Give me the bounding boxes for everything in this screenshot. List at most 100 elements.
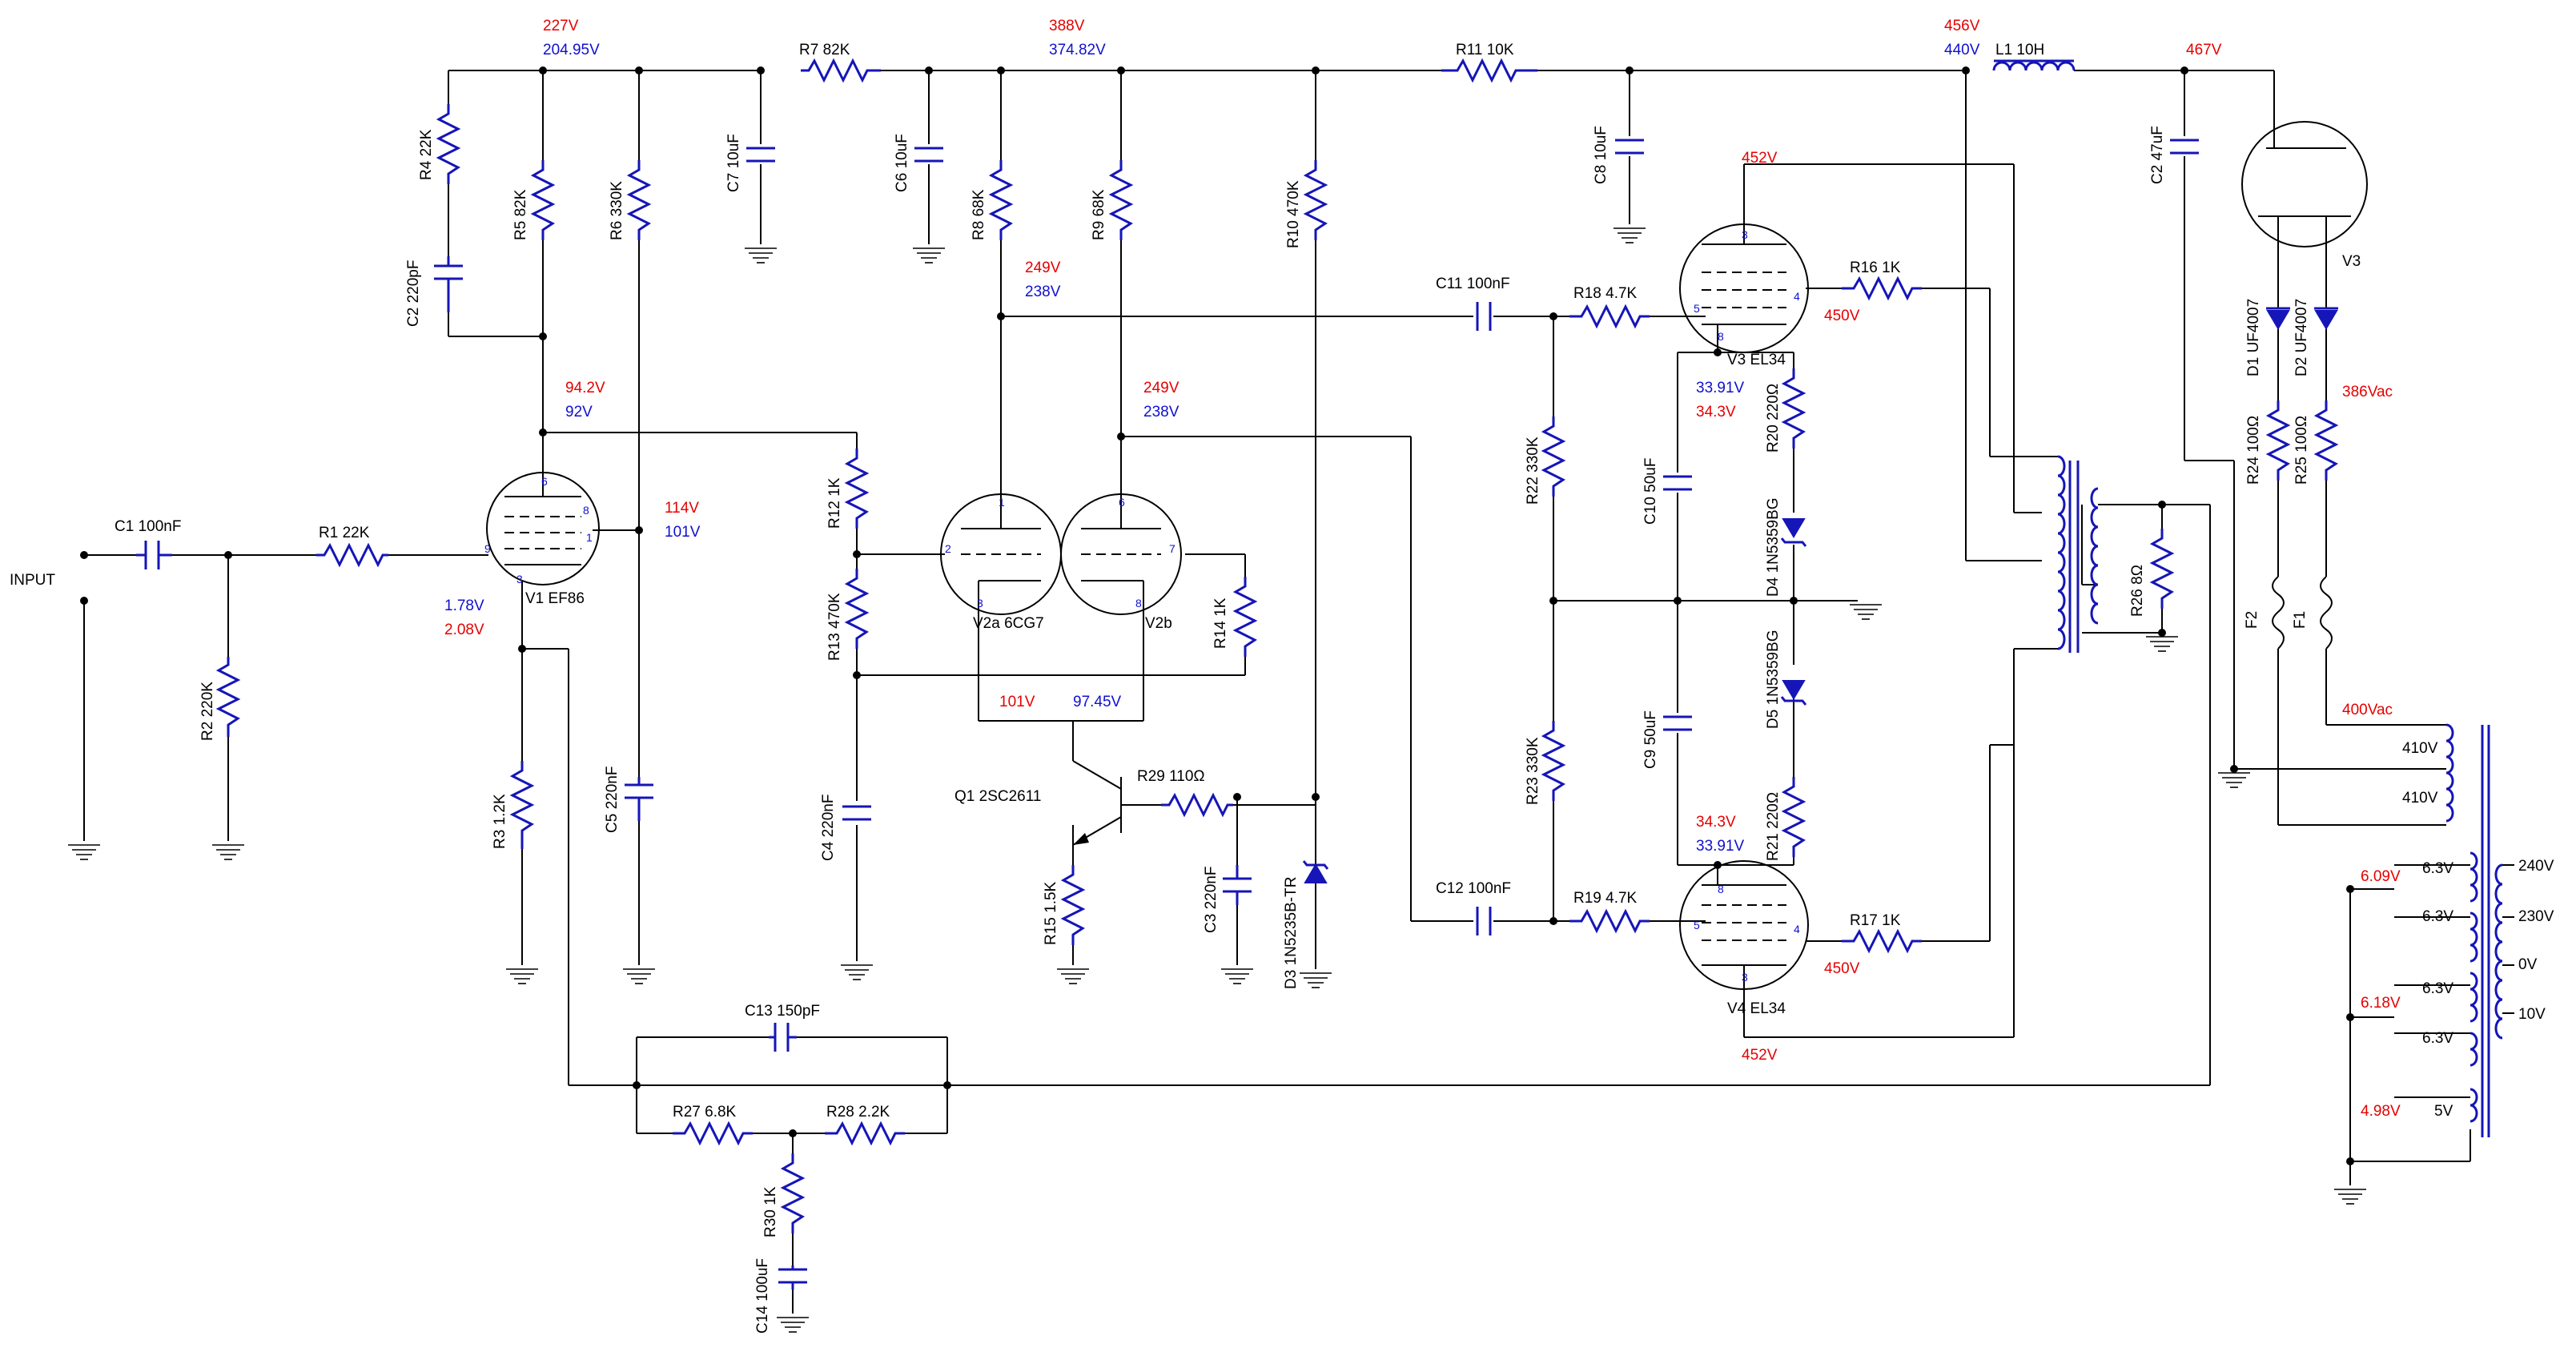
label-d5: D5 1N5359BG (1765, 630, 1782, 729)
resistor-r8 (988, 160, 1014, 240)
tap-label: 10V (2518, 1006, 2546, 1023)
label-r10: R10 470K (1285, 180, 1302, 248)
voltage-red: 452V (1742, 1047, 1778, 1064)
label-tube-v4: V4 EL34 (1727, 1000, 1786, 1017)
resistor-r18 (1569, 304, 1650, 329)
tube-v3-el34 (1679, 223, 1809, 353)
pin-label: 3 (1742, 228, 1748, 241)
resistor-r20 (1781, 368, 1806, 449)
ground-icon (211, 844, 245, 860)
ground-icon (776, 1317, 810, 1333)
label-c3: C3 220nF (1203, 867, 1220, 933)
label-r11: R11 10K (1456, 42, 1514, 58)
ground-icon (744, 247, 778, 264)
capacitor-c2-220pf (434, 256, 463, 312)
label-c12: C12 100nF (1436, 880, 1511, 897)
pin-label: 8 (1718, 883, 1724, 895)
tap-label: 0V (2518, 956, 2538, 973)
resistor-r3 (509, 761, 535, 849)
voltage-blue: 238V (1025, 284, 1061, 300)
tube-v1 (486, 472, 600, 585)
ground-icon (1056, 968, 1090, 984)
resistor-r17 (1842, 928, 1922, 954)
tap-label: 230V (2518, 908, 2554, 925)
tube-v4-el34 (1679, 860, 1809, 990)
label-r4: R4 22K (418, 129, 435, 180)
label-c13: C13 150pF (745, 1003, 820, 1020)
output-transformer (1990, 455, 2099, 746)
label-r8: R8 68K (971, 189, 987, 240)
label-r6: R6 330K (609, 181, 625, 240)
zener-d3 (1302, 860, 1329, 883)
capacitor-c1 (136, 541, 172, 569)
voltage-red: 6.18V (2361, 995, 2401, 1012)
resistor-r29 (1161, 792, 1233, 818)
label-r28: R28 2.2K (826, 1104, 890, 1121)
label-c2a: C2 220pF (405, 260, 422, 327)
resistor-r21 (1781, 777, 1806, 857)
label-r19: R19 4.7K (1573, 890, 1638, 907)
voltage-red: 6.09V (2361, 868, 2401, 885)
ground-icon (505, 968, 539, 984)
fuse-f2 (2272, 576, 2285, 650)
ground-icon (840, 964, 874, 980)
label-r3: R3 1.2K (492, 794, 508, 849)
voltage-blue: 440V (1944, 42, 1980, 58)
resistor-r19 (1569, 908, 1650, 934)
pin-label: 6 (541, 475, 548, 488)
voltage-red: 227V (543, 18, 579, 34)
diode-d1 (2266, 307, 2290, 330)
resistor-r4 (436, 104, 461, 184)
capacitor-c8 (1615, 139, 1644, 155)
zener-d4 (1780, 518, 1807, 547)
voltage-red: 4.98V (2361, 1103, 2401, 1120)
voltage-red: 101V (999, 694, 1035, 710)
label-r2: R2 220K (199, 682, 216, 741)
tap-label: 6.3V (2422, 980, 2453, 997)
ground-icon (1220, 968, 1254, 984)
voltage-red: 34.3V (1696, 814, 1736, 831)
zener-d5 (1780, 680, 1807, 706)
capacitor-c6 (914, 147, 943, 163)
label-r30: R30 1K (762, 1186, 779, 1237)
inductor-l1 (1992, 61, 2076, 71)
voltage-blue: 238V (1143, 404, 1179, 420)
label-r22: R22 330K (1525, 437, 1541, 505)
resistor-r9 (1108, 160, 1134, 240)
label-f1: F1 (2292, 611, 2309, 629)
voltage-red: 249V (1025, 260, 1061, 276)
label-r26: R26 8Ω (2129, 565, 2146, 617)
voltage-red: 2.08V (444, 622, 484, 638)
label-c11: C11 100nF (1436, 276, 1510, 292)
label-r23: R23 330K (1525, 737, 1541, 805)
capacitor-c12 (1476, 907, 1492, 935)
resistor-r7 (801, 58, 881, 83)
voltage-red: 450V (1824, 308, 1860, 324)
pin-label: 1 (586, 531, 593, 544)
resistor-r24 (2265, 400, 2291, 481)
power-transformer (2394, 723, 2514, 1137)
capacitor-c5 (625, 777, 653, 821)
transistor-q1 (1072, 760, 1122, 846)
resistor-r23 (1541, 721, 1566, 801)
label-c2b: C2 47uF (2149, 126, 2166, 184)
ground-icon (1613, 227, 1646, 243)
label-c9: C9 50uF (1642, 710, 1659, 769)
ground-icon (67, 844, 101, 860)
resistor-r11 (1441, 58, 1537, 83)
voltage-red: 388V (1049, 18, 1085, 34)
junction-dots (80, 66, 2354, 1165)
pin-label: 1 (999, 496, 1005, 509)
resistor-r22 (1541, 416, 1566, 497)
pin-label: 7 (1169, 542, 1175, 555)
label-r5: R5 82K (512, 189, 529, 240)
tube-v2a (940, 493, 1062, 615)
label-r16: R16 1K (1850, 260, 1901, 276)
label-r21: R21 220Ω (1765, 792, 1782, 861)
resistor-r12 (844, 449, 870, 529)
voltage-blue: 92V (565, 404, 593, 420)
resistor-r25 (2313, 400, 2339, 481)
voltage-red: 450V (1824, 960, 1860, 977)
voltage-red: 34.3V (1696, 404, 1736, 420)
